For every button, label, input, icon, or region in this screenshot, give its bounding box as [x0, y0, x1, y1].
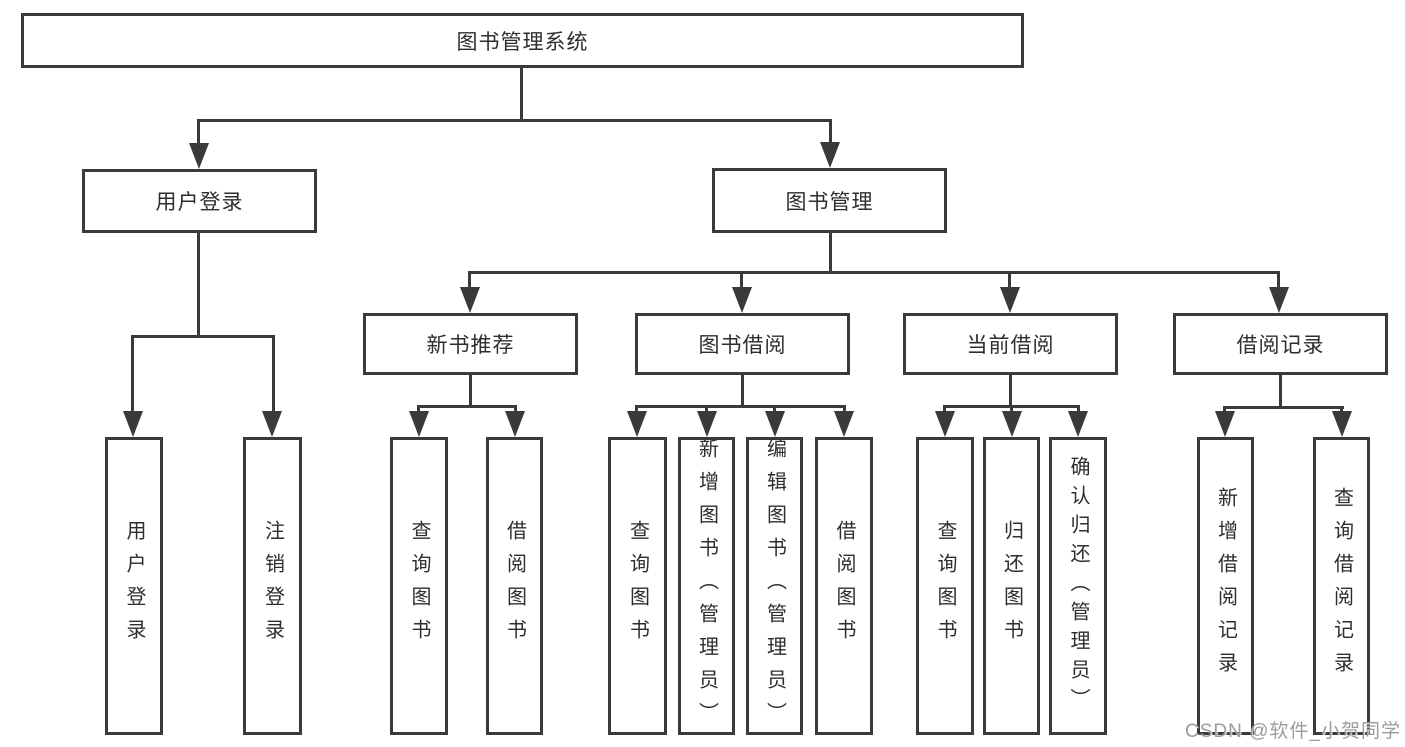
connector-line — [740, 271, 743, 291]
node-new-book-recommendation: 新书推荐 — [363, 313, 578, 375]
connector-line — [131, 335, 275, 338]
connector-line — [197, 119, 832, 122]
connector-line — [1277, 271, 1280, 291]
arrow-down-icon — [1068, 411, 1088, 437]
leaf-query-books-recommend: 查询图书 — [390, 437, 448, 735]
arrow-down-icon — [834, 411, 854, 437]
connector-line — [1279, 375, 1282, 409]
connector-line — [635, 405, 638, 415]
node-label: 查询图书 — [408, 520, 430, 652]
arrow-down-icon — [935, 411, 955, 437]
leaf-query-borrow-record: 查询借阅记录 — [1313, 437, 1370, 735]
arrow-down-icon — [189, 143, 209, 169]
connector-line — [417, 405, 517, 408]
connector-line — [1009, 375, 1012, 408]
arrow-down-icon — [765, 411, 785, 437]
arrow-down-icon — [1002, 411, 1022, 437]
arrow-down-icon — [1332, 411, 1352, 437]
connector-line — [197, 119, 200, 145]
arrow-down-icon — [505, 411, 525, 437]
leaf-borrow-books-borrow: 借阅图书 — [815, 437, 873, 735]
node-label: 图书借阅 — [698, 334, 787, 357]
arrow-down-icon — [1269, 287, 1289, 313]
node-label: 新增借阅记录 — [1214, 487, 1237, 685]
connector-line — [197, 233, 200, 338]
arrow-down-icon — [732, 287, 752, 313]
node-label: 归还图书 — [1000, 520, 1023, 652]
connector-line — [469, 375, 472, 408]
node-label: 确认归还（管理员） — [1067, 455, 1089, 717]
leaf-query-books-current: 查询图书 — [916, 437, 974, 735]
connector-line — [773, 405, 776, 415]
arrow-down-icon — [1000, 287, 1020, 313]
leaf-confirm-return-admin: 确认归还（管理员） — [1049, 437, 1107, 735]
leaf-add-borrow-record: 新增借阅记录 — [1197, 437, 1254, 735]
connector-line — [829, 119, 832, 144]
node-label: 查询图书 — [934, 520, 956, 652]
node-label: 图书管理系统 — [456, 30, 589, 54]
connector-line — [943, 405, 946, 415]
connector-line — [520, 68, 523, 119]
arrow-down-icon — [820, 142, 840, 168]
node-label: 新增图书（管理员） — [695, 437, 718, 735]
connector-line — [131, 335, 134, 415]
leaf-return-books: 归还图书 — [983, 437, 1040, 735]
node-label: 查询图书 — [626, 520, 649, 652]
arrow-down-icon — [1215, 411, 1235, 437]
arrow-down-icon — [123, 411, 143, 437]
node-label: 注销登录 — [261, 520, 284, 652]
csdn-watermark: CSDN @软件_小贺同学 — [1185, 721, 1401, 742]
connector-line — [1077, 405, 1080, 415]
connector-line — [468, 271, 1280, 274]
node-borrowing-records: 借阅记录 — [1173, 313, 1388, 375]
arrow-down-icon — [460, 287, 480, 313]
node-label: 查询借阅记录 — [1330, 487, 1353, 685]
node-label: 当前借阅 — [966, 334, 1055, 357]
node-current-borrowing: 当前借阅 — [903, 313, 1118, 375]
node-label: 用户登录 — [123, 520, 145, 652]
connector-line — [1010, 405, 1013, 415]
leaf-edit-books-admin: 编辑图书（管理员） — [746, 437, 803, 735]
leaf-query-books-borrow: 查询图书 — [608, 437, 667, 735]
connector-line — [705, 405, 708, 415]
connector-line — [272, 335, 275, 415]
node-label: 用户登录 — [155, 191, 244, 214]
node-label: 图书管理 — [785, 190, 874, 214]
connector-line — [1223, 406, 1226, 415]
leaf-logout: 注销登录 — [243, 437, 302, 735]
node-label: 新书推荐 — [426, 334, 515, 357]
node-library-management-system: 图书管理系统 — [21, 13, 1024, 68]
node-book-management: 图书管理 — [712, 168, 947, 233]
node-user-login: 用户登录 — [82, 169, 317, 233]
connector-line — [1008, 271, 1011, 291]
connector-line — [829, 233, 832, 274]
connector-line — [1340, 406, 1343, 415]
node-label: 借阅记录 — [1236, 334, 1325, 357]
connector-line — [635, 405, 846, 408]
connector-line — [1223, 406, 1344, 409]
connector-line — [417, 405, 420, 415]
connector-line — [468, 271, 471, 291]
arrow-down-icon — [262, 411, 282, 437]
connector-line — [741, 375, 744, 408]
leaf-borrow-books-recommend: 借阅图书 — [486, 437, 543, 735]
node-label: 借阅图书 — [503, 520, 526, 652]
node-book-borrowing: 图书借阅 — [635, 313, 850, 375]
leaf-user-login: 用户登录 — [105, 437, 163, 735]
arrow-down-icon — [409, 411, 429, 437]
connector-line — [514, 405, 517, 415]
arrow-down-icon — [697, 411, 717, 437]
node-label: 借阅图书 — [833, 520, 855, 652]
arrow-down-icon — [627, 411, 647, 437]
connector-line — [843, 405, 846, 415]
leaf-add-books-admin: 新增图书（管理员） — [678, 437, 735, 735]
node-label: 编辑图书（管理员） — [763, 437, 786, 735]
